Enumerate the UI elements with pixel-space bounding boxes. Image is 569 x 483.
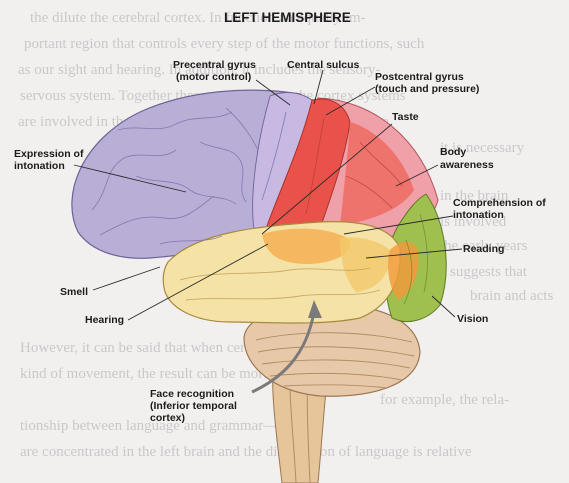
label-postcentral-gyrus: Postcentral gyrus [375, 71, 464, 83]
label-face-recognition-sub1: (Inferior temporal [150, 400, 237, 412]
label-postcentral-gyrus-sub: (touch and pressure) [375, 83, 479, 95]
label-expression-of-intonation-sub: intonation [14, 160, 65, 172]
label-comprehension-of-intonation: Comprehension of [453, 197, 546, 209]
label-hearing: Hearing [85, 314, 124, 326]
label-face-recognition: Face recognition [150, 388, 234, 400]
label-smell: Smell [60, 286, 88, 298]
svg-text:are concentrated in the left b: are concentrated in the left brain and t… [20, 444, 472, 460]
label-face-recognition-sub2: cortex) [150, 412, 185, 424]
label-taste: Taste [392, 111, 419, 123]
label-precentral-gyrus: Precentral gyrus [173, 59, 256, 71]
label-central-sulcus: Central sulcus [287, 59, 360, 71]
label-expression-of-intonation: Expression of [14, 148, 84, 160]
svg-text:portant region that controls e: portant region that controls every step … [24, 36, 425, 52]
label-vision: Vision [457, 313, 488, 325]
svg-text:suggests that: suggests that [450, 264, 528, 280]
label-reading: Reading [463, 243, 504, 255]
svg-text:brain and acts: brain and acts [470, 288, 553, 304]
svg-text:for example, the rela-: for example, the rela- [380, 392, 509, 408]
diagram-title: LEFT HEMISPHERE [224, 10, 351, 25]
label-comprehension-of-intonation-sub: intonation [453, 209, 504, 221]
label-body-awareness-sub: awareness [440, 159, 494, 171]
label-body-awareness: Body [440, 146, 466, 158]
label-precentral-gyrus-sub: (motor control) [176, 71, 251, 83]
